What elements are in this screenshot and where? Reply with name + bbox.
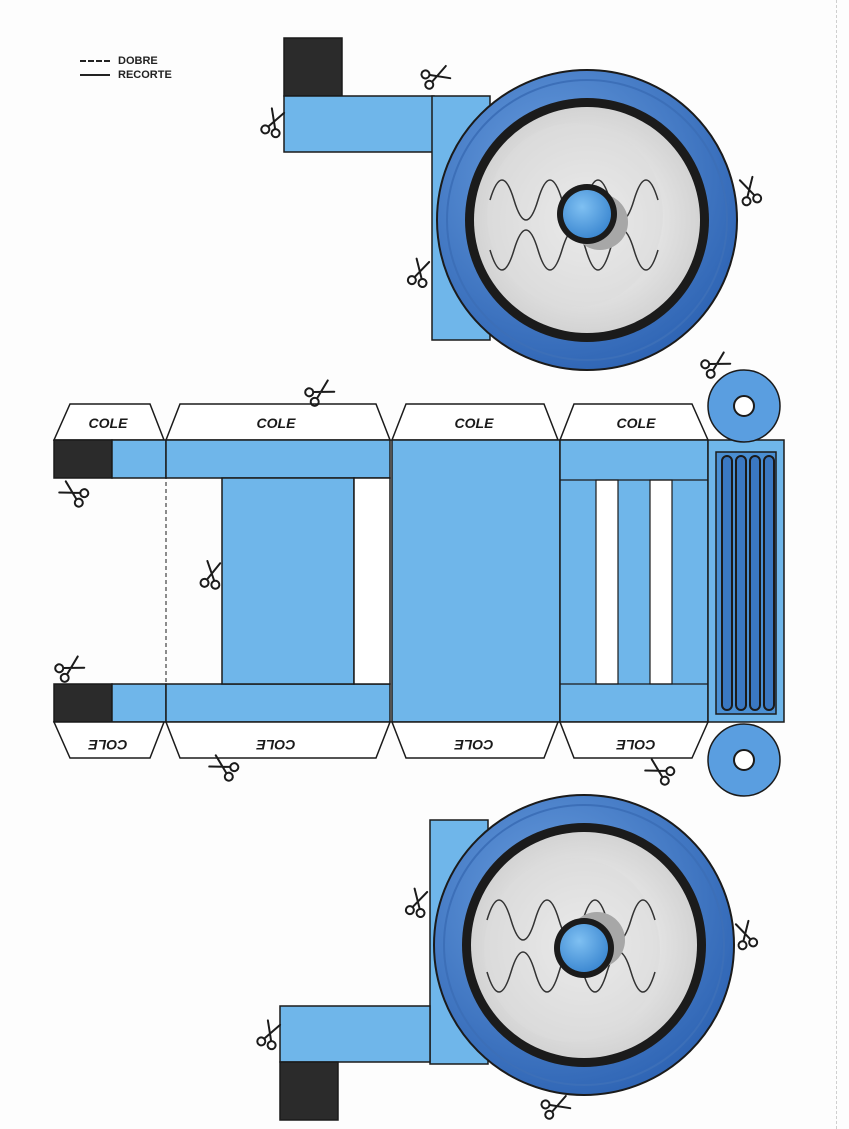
bottom-axle-arm [279,1005,431,1063]
body-left-arm-bottom [111,683,167,723]
sheet-right-edge [836,0,838,1129]
body-panel-3 [559,439,709,723]
dashed-line-icon [80,60,110,62]
legend-fold-row: DOBRE [80,54,172,68]
legend-cut-label: RECORTE [118,69,172,81]
scissors-icon [198,559,225,591]
glue-tab-label: COLE [257,415,297,431]
scissors-icon [255,1018,284,1052]
body-panel-3-slot [595,479,619,685]
top-wheel [436,69,738,371]
body-panel-3-slot [649,479,673,685]
body-panel-1-block [221,477,355,685]
scissors-icon [731,919,760,952]
glue-tab-label: COLE [617,415,657,431]
glue-tab-label: COLE [89,415,129,431]
glue-tab-label: COLE [88,737,128,753]
bottom-headlight [707,723,781,797]
scissors-icon [302,376,337,409]
scissors-icon [419,62,453,91]
bottom-wheel-piece [255,794,760,1121]
bottom-wheel [433,794,735,1096]
top-glue-tabs: COLE COLE COLE COLE [52,403,710,441]
body-panel-1-top-strip [165,439,391,479]
body-panel-2 [391,439,561,723]
legend-cut-row: RECORTE [80,68,172,82]
scissors-icon [539,1092,573,1121]
scissors-icon [735,175,764,208]
body-panel-1-bottom-strip [165,683,391,723]
top-headlight [707,369,781,443]
legend-fold-label: DOBRE [118,55,158,67]
scissors-icon [56,477,91,510]
body-black-tab-top [53,439,113,479]
body-black-tab-bottom [53,683,113,723]
top-axle-arm [283,95,435,153]
scissors-icon [403,886,432,919]
glue-tab-label: COLE [454,737,494,753]
body-left-arm-top [111,439,167,479]
top-wheel-piece [259,37,764,371]
scissors-icon [52,652,87,685]
body-panel-1-window [353,477,391,685]
glue-tab-label: COLE [616,737,656,753]
scissors-icon [405,256,434,289]
bottom-glue-tabs: COLE COLE COLE COLE [52,721,710,759]
grille-panel [707,439,785,723]
glue-tab-label: COLE [455,415,495,431]
scissors-icon [642,755,677,788]
bottom-axle-black-tab [279,1061,339,1121]
top-axle-black-tab [283,37,343,97]
body-piece: COLE COLE COLE COLE [52,348,785,797]
legend: DOBRE RECORTE [80,54,172,82]
scissors-icon [259,106,288,140]
glue-tab-label: COLE [256,737,296,753]
solid-line-icon [80,74,110,76]
